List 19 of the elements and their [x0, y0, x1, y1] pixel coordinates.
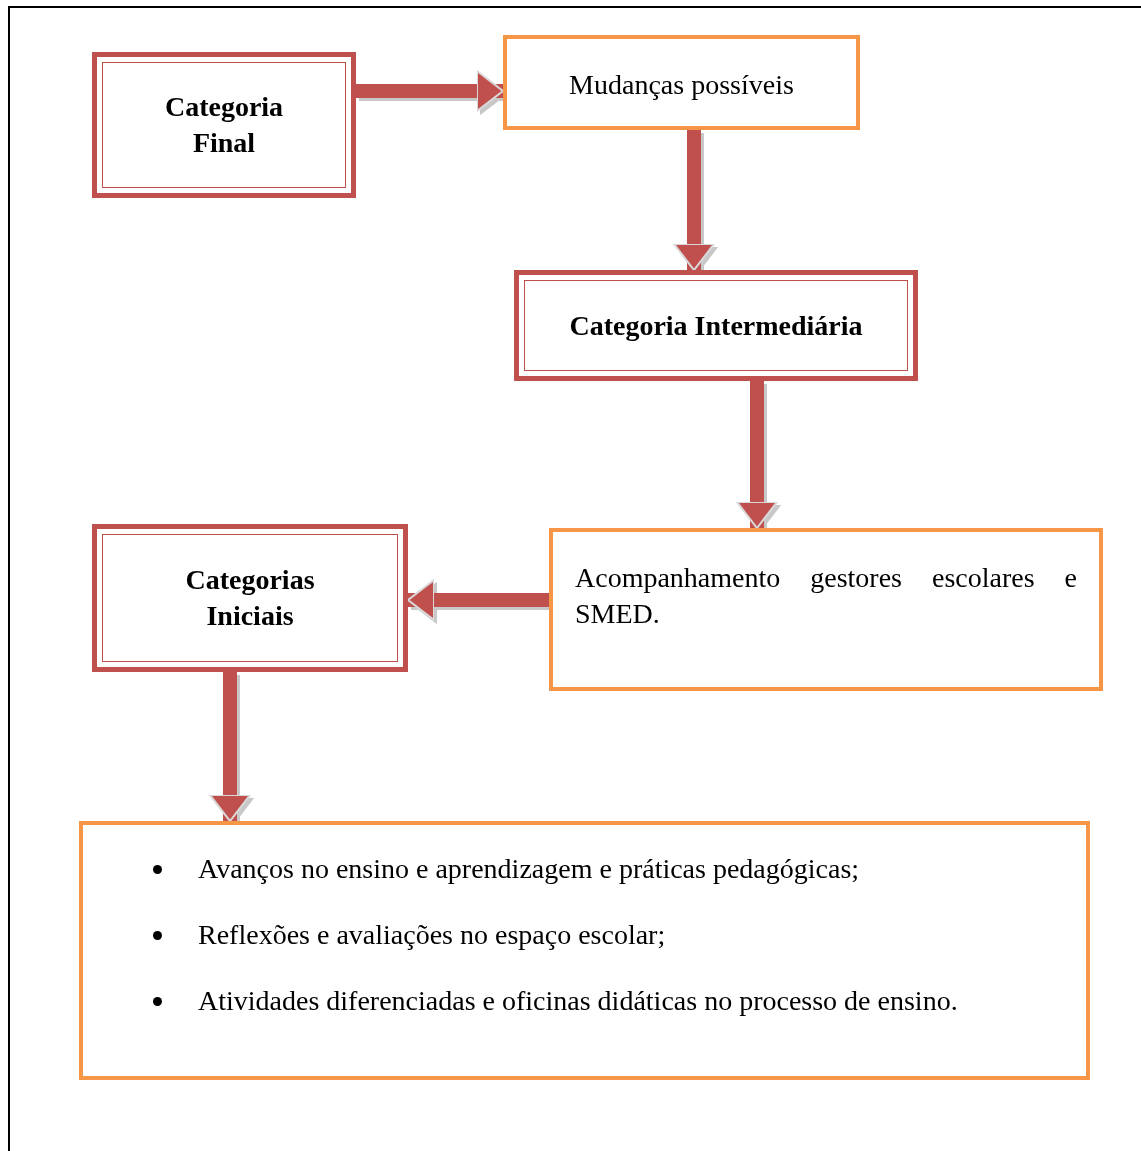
note-text: Acompanhamento gestores escolares e SMED.: [575, 561, 1077, 631]
category-title: Categoria Intermediária: [569, 308, 863, 343]
list-box: [79, 821, 1090, 1080]
bullet-item: Avanços no ensino e aprendizagem e práticas pedagógicas;: [198, 852, 860, 886]
category-box: [92, 524, 408, 672]
block-arrow: [407, 579, 549, 621]
category-title: Categorias Iniciais: [184, 563, 316, 633]
category-box: [92, 52, 356, 198]
bullet-item: Reflexões e avaliações no espaço escolar;: [198, 918, 666, 952]
note-text: Mudanças possíveis: [568, 68, 795, 102]
block-arrow: [209, 672, 251, 822]
category-title: Categoria Final: [163, 90, 285, 160]
note-box: [503, 35, 860, 130]
bullet-item: Atividades diferenciadas e oficinas didáticas no processo de ensino.: [198, 984, 958, 1018]
block-arrow: [736, 381, 778, 529]
block-arrow: [356, 70, 504, 112]
block-arrow: [673, 130, 715, 271]
note-box: [549, 528, 1103, 691]
category-box: [514, 270, 918, 381]
